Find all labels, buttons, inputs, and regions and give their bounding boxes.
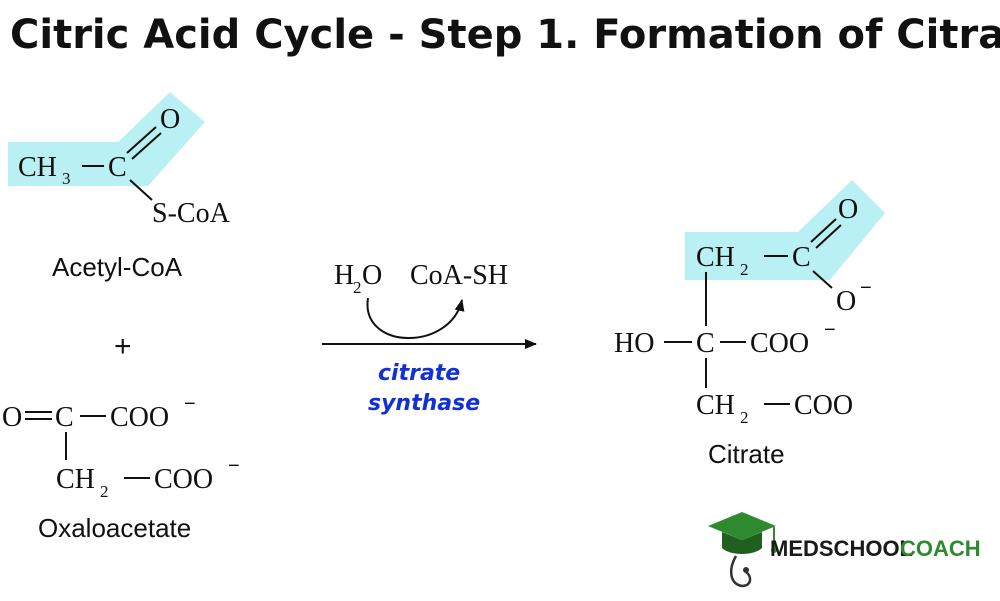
acetyl-double-bond-a [126, 126, 157, 154]
oxalo-coo2: COO [154, 464, 213, 495]
page-title: Citric Acid Cycle - Step 1. Formation of… [10, 12, 1000, 58]
citrate-o-minus-charge: − [860, 277, 872, 299]
oxalo-ch2: CH [56, 464, 95, 495]
graduation-cap-icon [708, 512, 777, 588]
citrate-coo-mid: COO [750, 328, 809, 359]
oxalo-oxygen: O [2, 402, 22, 433]
citrate-carbon-top: C [792, 242, 811, 273]
reaction-arrow-group: H 2 O CoA-SH citrate synthase [322, 260, 537, 416]
oxalo-coo-charge: − [184, 393, 196, 415]
coash-label: CoA-SH [410, 260, 508, 291]
citrate-name: Citrate [708, 439, 785, 469]
citrate-highlight [685, 180, 885, 280]
medschoolcoach-logo: MEDSCHOOL COACH [708, 512, 981, 588]
acetyl-coa-name: Acetyl-CoA [52, 252, 183, 282]
citrate-bond-c-ominus [812, 270, 833, 289]
water-h: H [334, 260, 354, 291]
oxalo-ch2-subscript: 2 [100, 482, 109, 501]
citrate-double-bond-b [815, 224, 842, 249]
citrate-ho: HO [614, 328, 654, 359]
citrate-oxygen-top: O [838, 194, 858, 225]
acetyl-oxygen: O [160, 104, 180, 135]
acetyl-highlight [8, 92, 205, 186]
acetyl-carbon: C [108, 152, 127, 183]
citrate-carbon-mid: C [696, 328, 715, 359]
citrate-structure: CH 2 C O O − HO C COO − CH 2 COO Citrate [614, 180, 885, 469]
brand-name-part1: MEDSCHOOL [770, 536, 913, 561]
curved-cofactor-arrow [366, 297, 465, 339]
enzyme-line1: citrate [378, 361, 460, 386]
water-subscript: 2 [353, 278, 362, 297]
water-o: O [362, 260, 382, 291]
brand-name-part2: COACH [900, 536, 981, 561]
citrate-ch2-top-subscript: 2 [740, 260, 749, 279]
oxalo-coo2-charge: − [228, 455, 240, 477]
acetyl-double-bond-b [131, 132, 162, 160]
citrate-ch2-bot: CH [696, 390, 735, 421]
citrate-o-minus: O [836, 286, 856, 317]
plus-sign: + [114, 330, 132, 363]
oxalo-coo: COO [110, 402, 169, 433]
citrate-double-bond-a [810, 218, 837, 243]
citrate-coo-bot: COO [794, 390, 853, 421]
citrate-ch2-bot-subscript: 2 [740, 408, 749, 427]
acetyl-ch3-subscript: 3 [62, 169, 71, 188]
citrate-coo-mid-charge: − [824, 319, 836, 341]
oxaloacetate-name: Oxaloacetate [38, 513, 191, 543]
oxalo-carbon: C [55, 402, 74, 433]
enzyme-line2: synthase [368, 391, 480, 416]
acetyl-coa-structure: CH 3 C O S-CoA Acetyl-CoA [8, 92, 231, 282]
acetyl-bond-c-s [129, 179, 153, 201]
citrate-ch2-top: CH [696, 242, 735, 273]
oxaloacetate-structure: O C COO − CH 2 COO − Oxaloacetate [2, 393, 240, 543]
acetyl-ch3: CH [18, 152, 57, 183]
acetyl-scoa: S-CoA [152, 198, 231, 229]
